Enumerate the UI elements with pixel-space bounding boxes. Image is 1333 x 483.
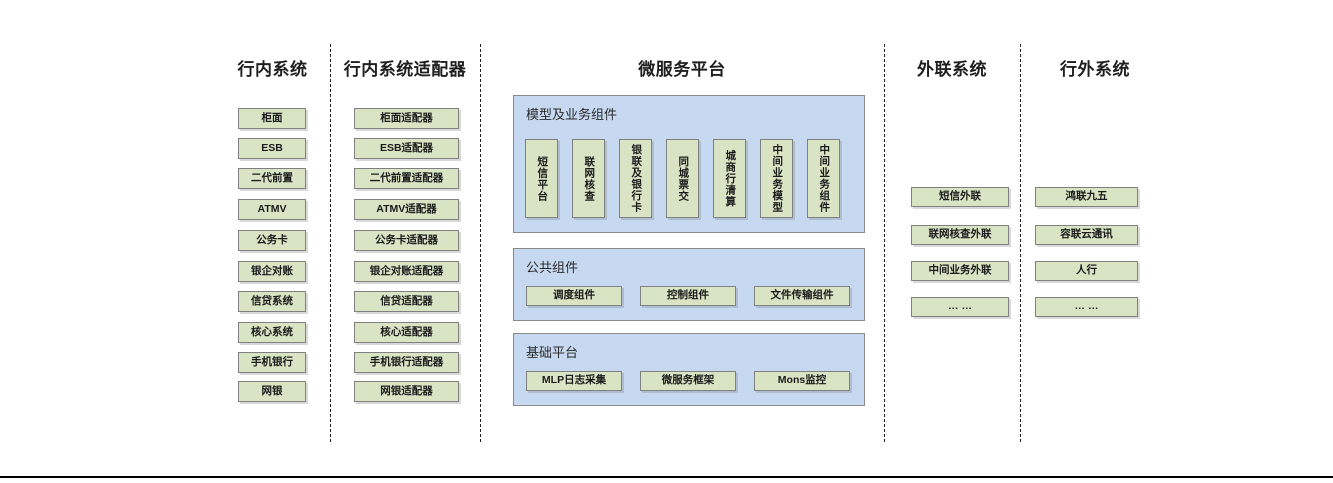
node-adapter-4[interactable]: 公务卡适配器 [354,230,459,251]
panel-base-platform: 基础平台 [513,333,865,406]
column-title-microservice-platform: 微服务平台 [638,60,726,79]
column-title-in-bank-systems: 行内系统 [237,60,308,79]
node-model-1[interactable]: 联网核查 [572,139,605,218]
column-divider-3 [884,44,885,442]
node-base-2[interactable]: Mons监控 [754,371,850,391]
node-outbank-1[interactable]: 容联云通讯 [1035,225,1138,245]
node-model-6[interactable]: 中间业务组件 [807,139,840,218]
node-external-2[interactable]: 中间业务外联 [911,261,1009,281]
column-title-in-bank-adapters: 行内系统适配器 [343,60,467,79]
node-adapter-0[interactable]: 柜面适配器 [354,108,459,129]
panel-title-base-platform: 基础平台 [526,345,579,360]
node-in-bank-7[interactable]: 核心系统 [238,322,306,343]
node-in-bank-8[interactable]: 手机银行 [238,352,306,373]
node-model-2[interactable]: 银联及银行卡 [619,139,652,218]
node-in-bank-0[interactable]: 柜面 [238,108,306,129]
node-in-bank-6[interactable]: 信贷系统 [238,291,306,312]
bottom-separator-rule [0,476,1333,478]
node-outbank-2[interactable]: 人行 [1035,261,1138,281]
node-model-5[interactable]: 中间业务模型 [760,139,793,218]
node-adapter-7[interactable]: 核心适配器 [354,322,459,343]
node-in-bank-3[interactable]: ATMV [238,199,306,220]
node-in-bank-2[interactable]: 二代前置 [238,168,306,189]
column-divider-2 [480,44,481,442]
node-outbank-0[interactable]: 鸿联九五 [1035,187,1138,207]
node-public-0[interactable]: 调度组件 [526,286,622,306]
column-title-external-link-systems: 外联系统 [917,60,987,79]
node-adapter-5[interactable]: 银企对账适配器 [354,261,459,282]
node-adapter-9[interactable]: 网银适配器 [354,381,459,402]
panel-public-components: 公共组件 [513,248,865,321]
node-outbank-3[interactable]: … … [1035,297,1138,317]
node-adapter-2[interactable]: 二代前置适配器 [354,168,459,189]
column-divider-4 [1020,44,1021,442]
node-in-bank-5[interactable]: 银企对账 [238,261,306,282]
node-adapter-6[interactable]: 信贷适配器 [354,291,459,312]
node-public-1[interactable]: 控制组件 [640,286,736,306]
node-external-3[interactable]: … … [911,297,1009,317]
node-adapter-8[interactable]: 手机银行适配器 [354,352,459,373]
node-in-bank-4[interactable]: 公务卡 [238,230,306,251]
node-in-bank-9[interactable]: 网银 [238,381,306,402]
node-external-1[interactable]: 联网核查外联 [911,225,1009,245]
node-adapter-1[interactable]: ESB适配器 [354,138,459,159]
node-model-3[interactable]: 同城票交 [666,139,699,218]
node-base-0[interactable]: MLP日志采集 [526,371,622,391]
node-external-0[interactable]: 短信外联 [911,187,1009,207]
column-title-out-of-bank-systems: 行外系统 [1060,60,1130,79]
node-in-bank-1[interactable]: ESB [238,138,306,159]
column-divider-1 [330,44,331,442]
panel-title-public-components: 公共组件 [526,260,579,275]
node-public-2[interactable]: 文件传输组件 [754,286,850,306]
node-model-0[interactable]: 短信平台 [525,139,558,218]
node-adapter-3[interactable]: ATMV适配器 [354,199,459,220]
panel-title-model-business-components: 模型及业务组件 [526,107,618,122]
node-base-1[interactable]: 微服务框架 [640,371,736,391]
node-model-4[interactable]: 城商行清算 [713,139,746,218]
